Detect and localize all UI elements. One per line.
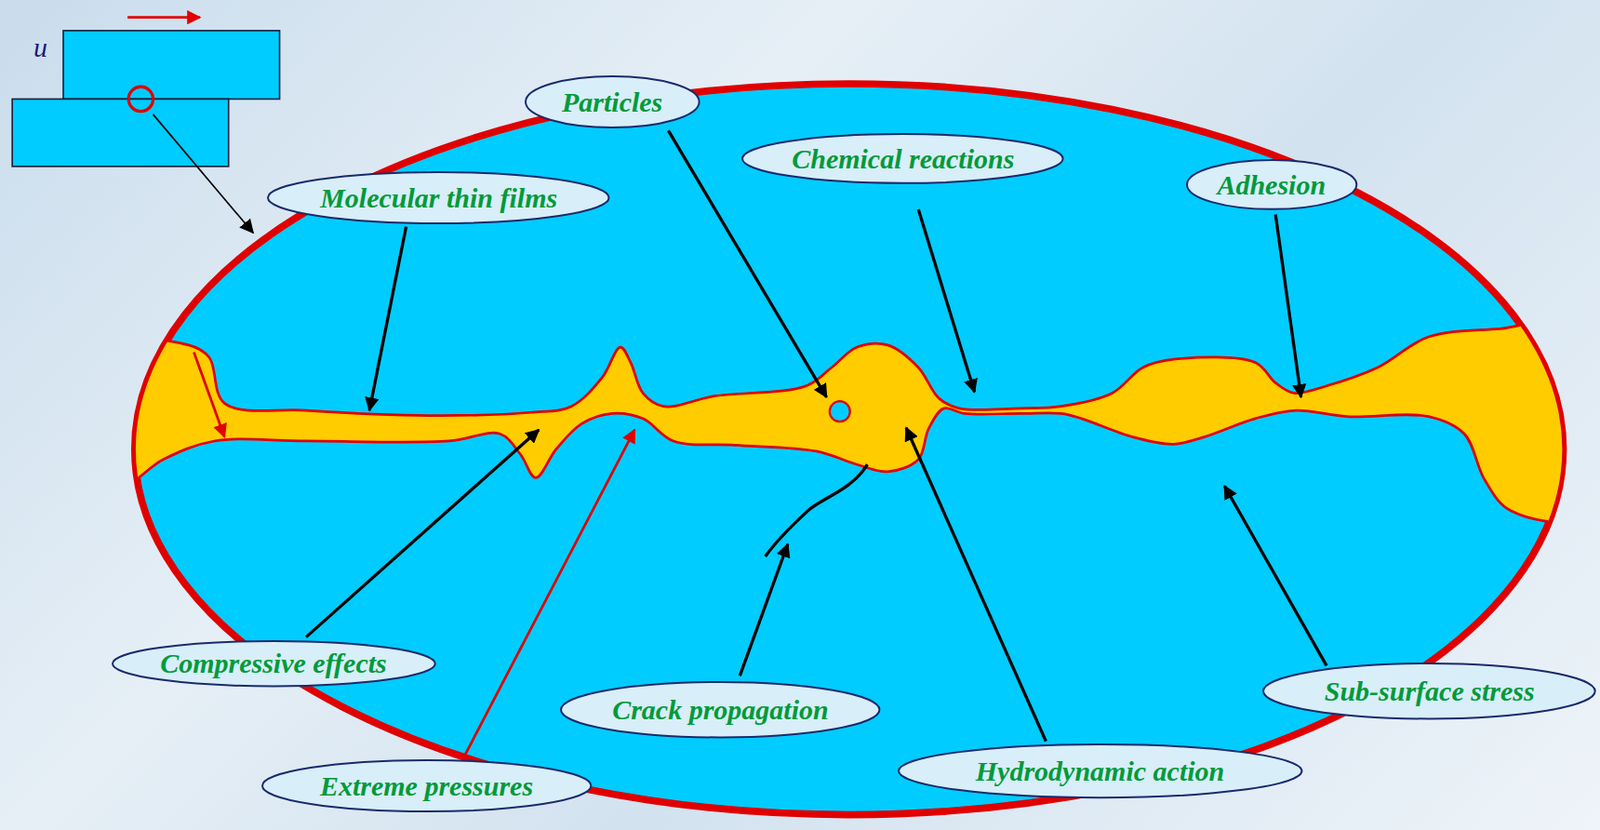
callout-ellipse: Adhesion	[1186, 159, 1358, 211]
upper-block	[63, 30, 280, 100]
callout-text: Hydrodynamic action	[975, 755, 1225, 787]
ellipse-shape	[262, 760, 591, 812]
velocity-arrow	[127, 15, 200, 19]
leader-line	[739, 544, 788, 677]
leader-line	[918, 209, 974, 392]
callout-text: Chemical reactions	[791, 143, 1014, 174]
callout-ellipse: Molecular thin films	[266, 171, 611, 225]
callout-ellipse: Hydrodynamic action	[897, 743, 1303, 799]
crack	[765, 464, 868, 557]
lower-block	[12, 98, 229, 166]
callout-text: Compressive effects	[160, 647, 387, 679]
callout-text: Molecular thin films	[320, 182, 558, 214]
leader-line	[369, 226, 406, 411]
callout-ellipse: Extreme pressures	[261, 759, 592, 813]
film-thickness-arrow	[193, 352, 225, 438]
ellipse-shape	[898, 744, 1302, 798]
callout-text: Extreme pressures	[320, 770, 534, 801]
velocity-label: u	[33, 33, 48, 62]
lubricant-film	[108, 318, 1595, 521]
leader-line	[306, 429, 539, 638]
zoom-leader	[153, 114, 254, 233]
ellipse-shape	[560, 681, 880, 737]
leader-line	[906, 427, 1046, 742]
callout-ellipse: Particles	[524, 75, 701, 129]
callout-ellipse: Crack propagation	[560, 680, 880, 738]
particle	[829, 400, 851, 422]
callout-text: Particles	[561, 86, 663, 118]
callout-text: Sub-surface stress	[1324, 675, 1535, 707]
ellipse-shape	[1186, 160, 1357, 210]
ellipse-shape	[742, 133, 1064, 184]
leader-line	[1275, 213, 1301, 397]
callout-ellipse: Compressive effects	[111, 640, 437, 687]
ellipse-shape	[1263, 663, 1596, 719]
zoom-circle	[128, 86, 153, 111]
callout-ellipse: Sub-surface stress	[1262, 662, 1597, 720]
leader-line	[1224, 485, 1327, 666]
callout-text: Adhesion	[1216, 169, 1326, 200]
callout-ellipse: Chemical reactions	[741, 133, 1065, 185]
ellipse-shape	[525, 76, 700, 128]
ellipse-shape	[267, 172, 610, 224]
callout-text: Crack propagation	[612, 693, 829, 725]
ellipse-shape	[112, 640, 436, 686]
